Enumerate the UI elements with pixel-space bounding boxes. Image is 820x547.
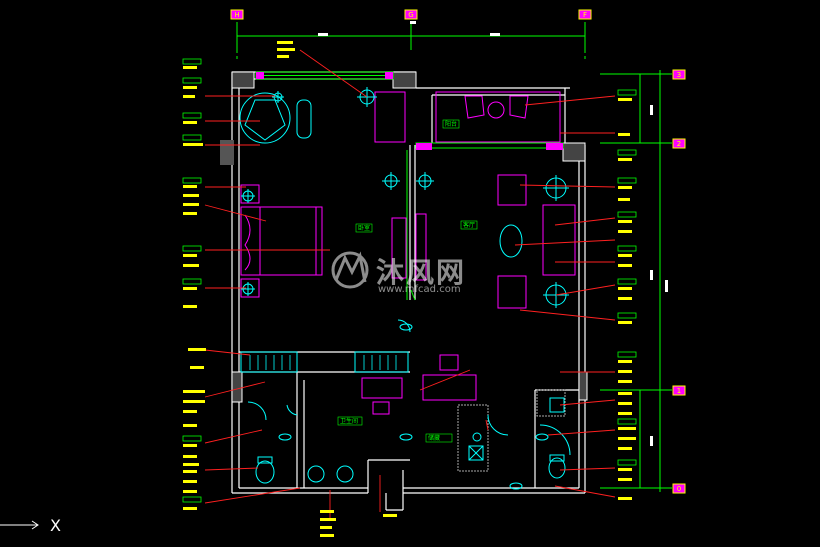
grid-label-g: G (408, 11, 413, 19)
ucs-axis-icon (0, 520, 39, 530)
leader-lines (204, 49, 616, 520)
grid-label-h: H (234, 11, 239, 19)
ucs-axis-label: X (50, 516, 61, 535)
closet-shelving (240, 351, 409, 373)
left-annotation-tags (182, 41, 295, 510)
room-labels: 卧室 客厅 卫生间 阳台 储藏 (340, 120, 475, 442)
grid-bubble-3 (672, 69, 686, 80)
room-label-balcony: 阳台 (445, 120, 457, 128)
structural-columns (220, 71, 588, 472)
furniture (240, 91, 576, 415)
watermark-brand: 沐风网 (376, 256, 466, 289)
ceiling-lights (241, 87, 569, 308)
grid-bubble-0 (672, 483, 686, 494)
right-annotation-tags (617, 89, 637, 500)
grid-bubble-labels: H G F 3 2 1 0 (234, 11, 681, 493)
room-label-bedroom: 卧室 (358, 224, 370, 232)
grid-label-1: 1 (677, 387, 681, 395)
room-label-bathroom: 卫生间 (340, 417, 358, 425)
dimension-text-blocks (318, 21, 668, 446)
grid-bubbles (230, 9, 686, 494)
grid-bubble-1 (672, 385, 686, 396)
room-label-pantry: 储藏 (428, 434, 440, 442)
grid-bubble-f (578, 9, 592, 20)
watermark-logo-icon (331, 251, 369, 289)
grid-label-2: 2 (677, 140, 681, 148)
grid-label-0: 0 (677, 485, 681, 493)
grid-bubble-2 (672, 138, 686, 149)
bottom-annotation-tags (320, 510, 397, 537)
room-label-living: 客厅 (463, 221, 475, 229)
grid-label-f: F (583, 11, 587, 19)
room-label-boxes (337, 119, 478, 443)
grid-bubble-h (230, 9, 244, 20)
dimension-lines (236, 22, 672, 492)
window-frames (256, 72, 563, 150)
grid-bubble-g (404, 9, 418, 20)
grid-label-3: 3 (677, 71, 681, 79)
watermark: 沐风网 www.mfcad.com (331, 251, 466, 295)
watermark-url: www.mfcad.com (378, 284, 461, 295)
